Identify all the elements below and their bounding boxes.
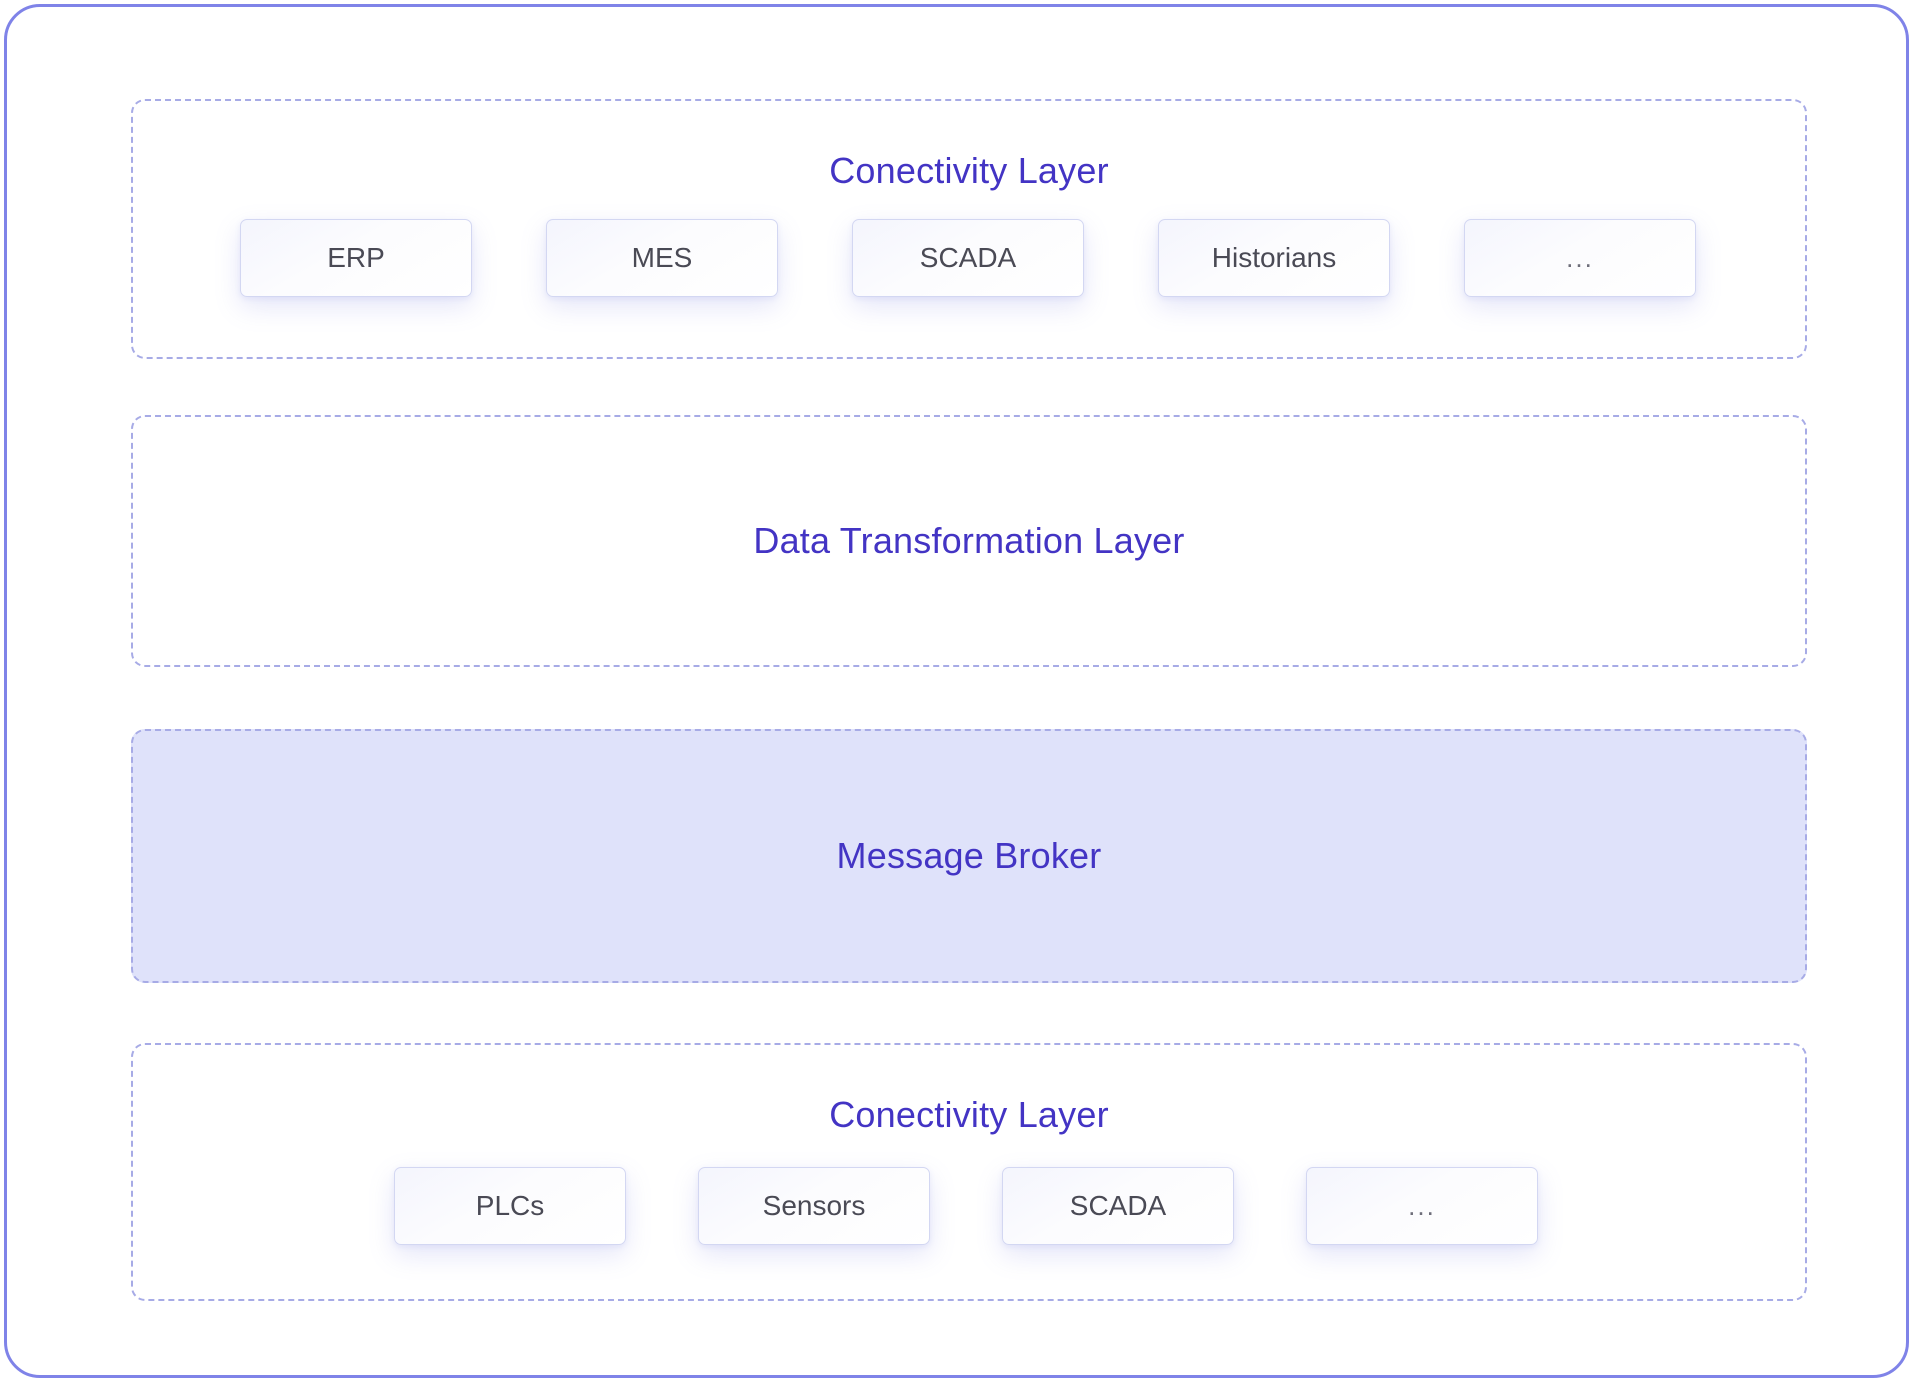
node-erp[interactable]: ERP — [240, 219, 472, 297]
node-scada-bottom[interactable]: SCADA — [1002, 1167, 1234, 1245]
layer-connectivity-top: Conectivity Layer ERP MES SCADA Historia… — [131, 99, 1807, 359]
node-label: SCADA — [1069, 1190, 1167, 1221]
layer-title-connectivity-bottom: Conectivity Layer — [829, 1094, 1109, 1135]
node-mes[interactable]: MES — [546, 219, 778, 297]
layer-title-message-broker: Message Broker — [836, 835, 1102, 876]
node-plcs[interactable]: PLCs — [394, 1167, 626, 1245]
node-label: PLCs — [475, 1190, 545, 1221]
node-label: Historians — [1211, 242, 1337, 273]
node-row-connectivity-top: ERP MES SCADA Historians ... — [240, 219, 1696, 297]
node-label: Sensors — [762, 1190, 866, 1221]
layer-connectivity-bottom: Conectivity Layer PLCs Sensors SCADA ... — [131, 1043, 1807, 1301]
node-label: SCADA — [919, 242, 1017, 273]
layer-title-data-transformation: Data Transformation Layer — [753, 520, 1185, 561]
node-row-connectivity-bottom: PLCs Sensors SCADA ... — [394, 1167, 1538, 1245]
node-scada-top[interactable]: SCADA — [852, 219, 1084, 297]
node-sensors[interactable]: Sensors — [698, 1167, 930, 1245]
node-label: ... — [1566, 243, 1594, 273]
node-label: MES — [631, 242, 693, 273]
node-more-bottom[interactable]: ... — [1306, 1167, 1538, 1245]
architecture-diagram-frame: Conectivity Layer ERP MES SCADA Historia… — [4, 4, 1909, 1378]
node-historians[interactable]: Historians — [1158, 219, 1390, 297]
layer-data-transformation: Data Transformation Layer — [131, 415, 1807, 667]
node-label: ... — [1408, 1191, 1436, 1221]
node-more-top[interactable]: ... — [1464, 219, 1696, 297]
layer-message-broker: Message Broker — [131, 729, 1807, 983]
node-label: ERP — [327, 242, 385, 273]
layer-title-connectivity-top: Conectivity Layer — [829, 150, 1109, 191]
